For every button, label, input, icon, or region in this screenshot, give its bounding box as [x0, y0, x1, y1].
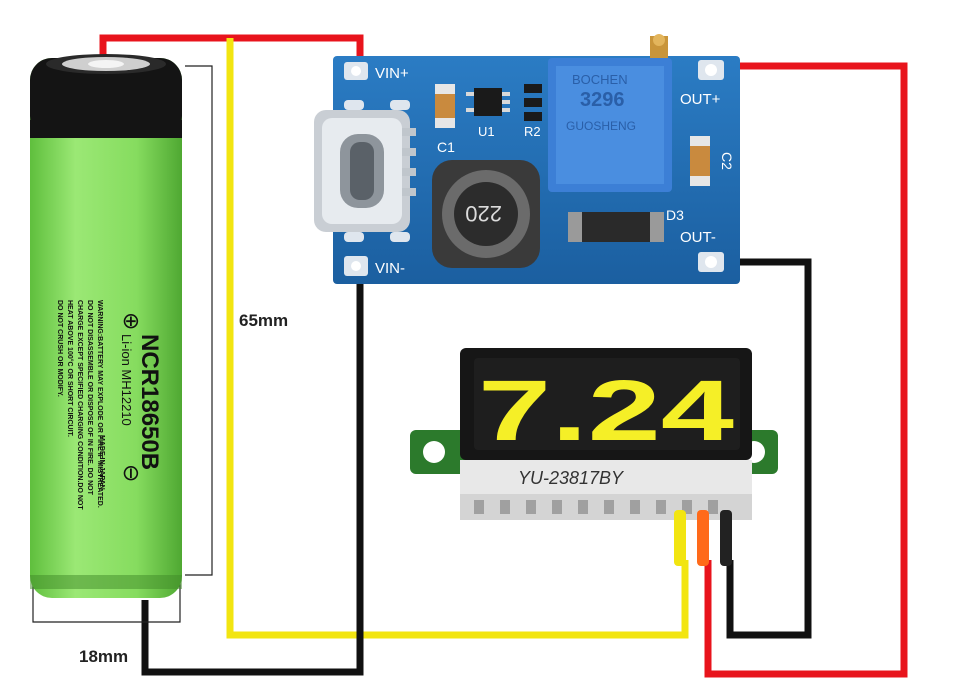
label-c2: C2	[719, 152, 735, 170]
capacitor-c2	[690, 136, 710, 186]
wire-red-out	[704, 62, 908, 678]
battery-sub: Li-ion MH12210	[119, 334, 134, 426]
diode-d3	[568, 212, 664, 242]
capacitor-c1	[435, 84, 455, 128]
voltmeter-lead-yellow	[674, 510, 686, 566]
digital-voltmeter: 7.24 YU-23817BY	[410, 348, 778, 566]
pot-model: 3296	[580, 89, 625, 111]
boost-converter-module: VIN+ VIN- OUT+ OUT- C1 U1	[314, 34, 740, 284]
label-r2: R2	[524, 124, 541, 139]
label-out-plus: OUT+	[680, 91, 721, 108]
battery-terminal-positive	[88, 60, 124, 68]
dimension-width-label: 18mm	[79, 647, 128, 666]
inductor: 220	[432, 160, 540, 268]
wire-black-vin	[141, 265, 364, 676]
battery-origin: MADE IN JAPAN	[98, 435, 105, 490]
usb-c-port	[314, 110, 416, 232]
voltmeter-display-window	[474, 358, 740, 450]
potentiometer-3296: BOCHEN 3296 GUOSHENG	[548, 34, 672, 192]
label-out-minus: OUT-	[680, 229, 716, 246]
label-c1: C1	[437, 139, 455, 155]
inductor-value: 220	[465, 201, 502, 226]
label-d3: D3	[666, 207, 684, 223]
wire-yellow	[226, 38, 689, 639]
label-u1: U1	[478, 124, 495, 139]
pot-sub: GUOSHENG	[566, 119, 636, 133]
voltmeter-model: YU-23817BY	[518, 468, 625, 488]
battery-warning-line-3: CHARGE EXCEPT SPECIFIED CHARGING CONDITI…	[76, 300, 83, 510]
voltmeter-reading: 7.24	[478, 363, 734, 459]
label-vin-plus: VIN+	[375, 65, 409, 82]
voltmeter-lead-black	[720, 510, 732, 566]
battery-plus-symbol: ⊕	[119, 312, 144, 330]
battery-warning-line-1: WARNING:BATTERY MAY EXPLODE OR FIRE IF M…	[96, 300, 103, 508]
resistor-r2	[524, 112, 542, 121]
dimension-line-width	[32, 580, 181, 623]
battery-warning-line-2: DO NOT DISASSEMBLE OR DISPOSE OF IN FIRE…	[86, 300, 93, 496]
battery-warning-line-4: HEAT ABOVE 100°C OR SHORT CIRCUIT.	[66, 300, 74, 437]
battery-minus-symbol: ⊖	[119, 464, 144, 482]
dimension-height-label: 65mm	[239, 311, 288, 330]
battery-model: NCR18650B	[136, 334, 163, 470]
battery-warning-line-5: DO NOT CRUSH OR MODIFY.	[56, 300, 63, 397]
pot-brand: BOCHEN	[572, 72, 628, 87]
wire-black-out	[712, 258, 812, 639]
voltmeter-lead-orange	[697, 510, 709, 566]
dimension-line-height	[185, 65, 213, 576]
chip-u1	[474, 88, 502, 116]
battery-18650: ⊕ NCR18650B Li-ion MH12210 ⊖ WARNING:BAT…	[30, 54, 182, 598]
label-vin-minus: VIN-	[375, 260, 405, 277]
